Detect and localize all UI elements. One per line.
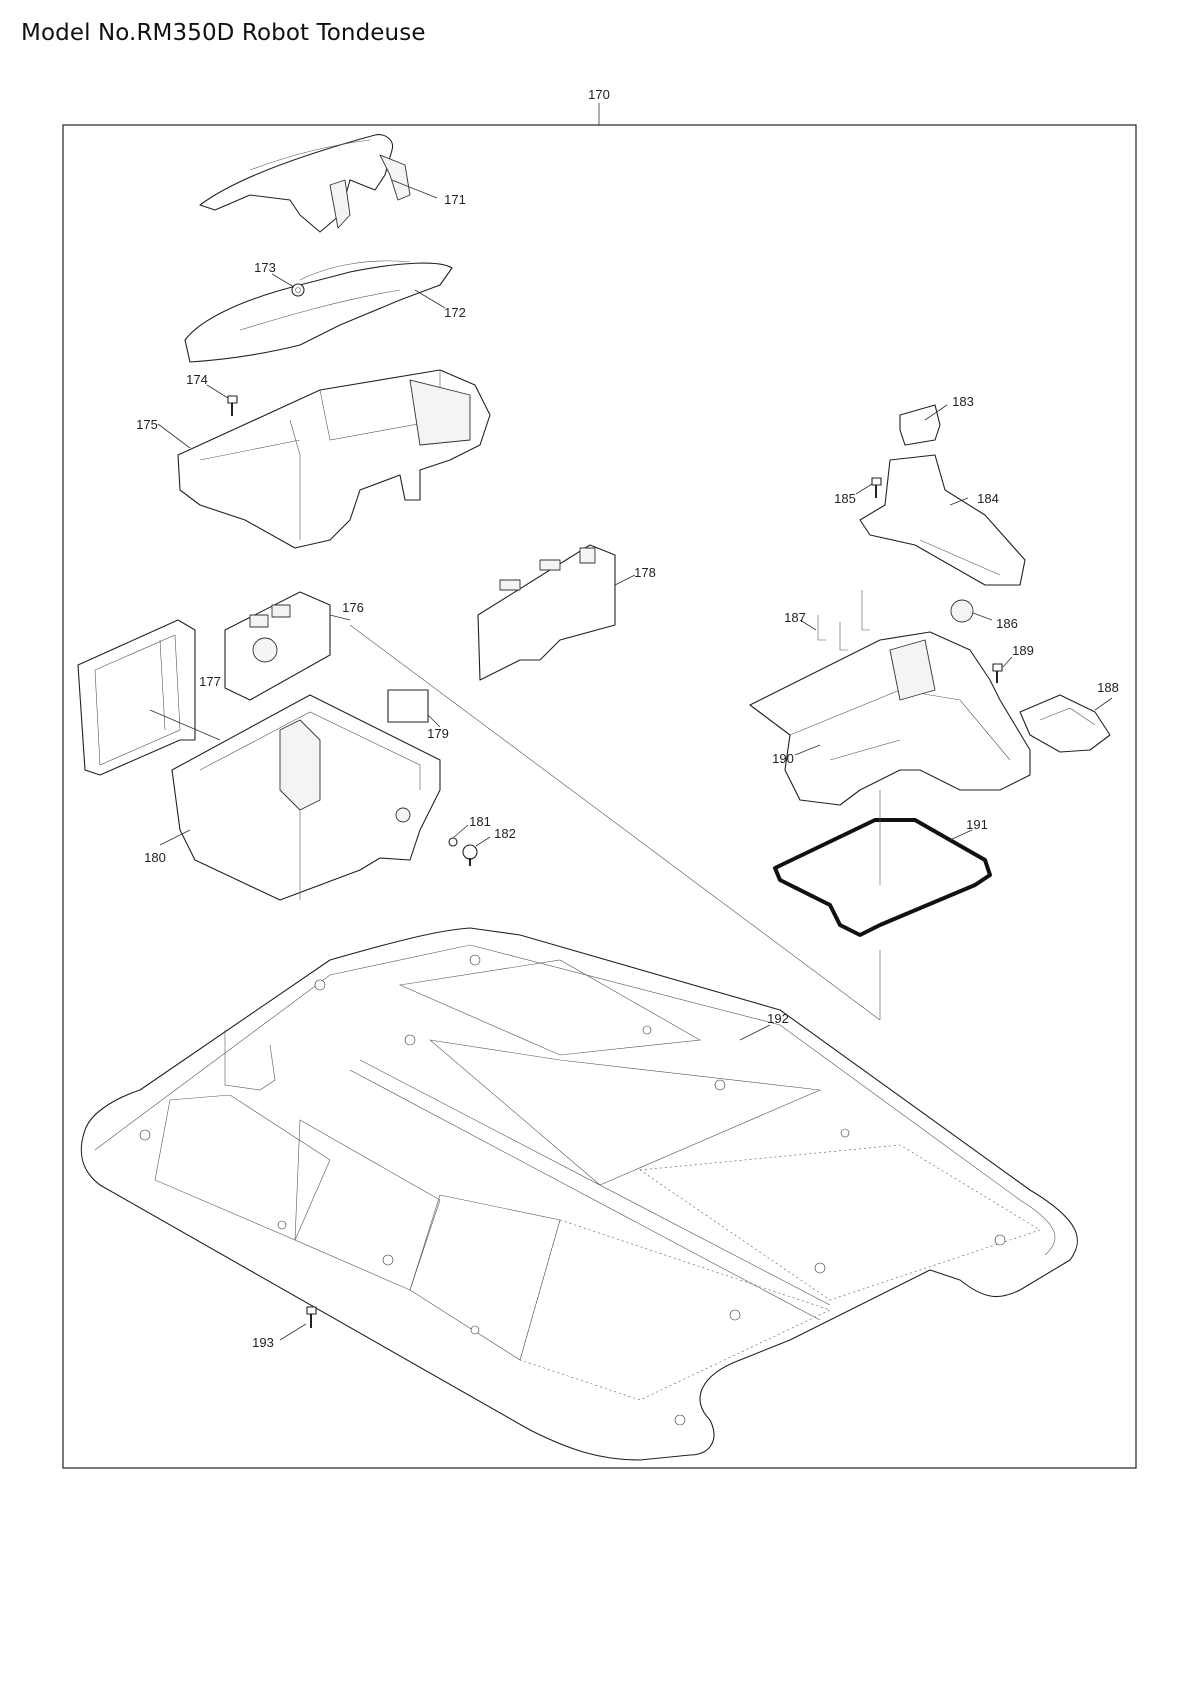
leader-192	[739, 1024, 771, 1041]
leader-188	[1094, 697, 1113, 711]
part-193-screw	[306, 1306, 317, 1328]
part-187-terminals	[817, 590, 870, 651]
leader-179	[427, 714, 441, 728]
part-174-screw	[227, 395, 238, 416]
assembly-guide-box	[349, 624, 881, 1021]
label-177: 177	[199, 674, 221, 689]
label-190: 190	[772, 751, 794, 766]
label-182: 182	[494, 826, 516, 841]
leader-180	[159, 829, 191, 846]
leader-189	[1002, 656, 1013, 668]
part-184-bracket	[859, 454, 1026, 586]
label-175: 175	[136, 417, 158, 432]
part-179-pad	[387, 689, 429, 723]
label-171: 171	[444, 192, 466, 207]
leader-174	[206, 384, 229, 399]
label-193: 193	[252, 1335, 274, 1350]
leader-190	[794, 744, 821, 756]
leader-182	[475, 836, 491, 847]
part-181-o-ring	[448, 837, 458, 847]
leader-178	[614, 574, 636, 586]
part-183-switch	[899, 404, 941, 446]
label-172: 172	[444, 305, 466, 320]
leader-181	[452, 824, 469, 839]
label-188: 188	[1097, 680, 1119, 695]
part-191-gasket	[773, 818, 992, 937]
leader-175	[157, 423, 191, 449]
label-192: 192	[767, 1011, 789, 1026]
label-191: 191	[966, 817, 988, 832]
leader-183	[924, 404, 948, 421]
frame-label: 170	[588, 87, 610, 102]
part-182-plug	[462, 844, 478, 866]
part-172-handle-grip	[184, 260, 453, 363]
leader-177	[149, 709, 221, 741]
label-176: 176	[342, 600, 364, 615]
page-title: Model No.RM350D Robot Tondeuse	[21, 20, 426, 46]
label-173: 173	[254, 260, 276, 275]
leader-176	[329, 614, 351, 621]
part-180-lower-box	[171, 694, 441, 901]
label-185: 185	[834, 491, 856, 506]
part-177-side-cover	[77, 619, 196, 776]
label-184: 184	[977, 491, 999, 506]
part-176-control-board	[224, 591, 331, 701]
leader-191	[949, 829, 973, 841]
leader-171	[391, 179, 438, 199]
label-178: 178	[634, 565, 656, 580]
diagram-frame	[62, 124, 1137, 1469]
label-181: 181	[469, 814, 491, 829]
part-189-screw	[992, 663, 1003, 683]
part-188-cover	[1019, 694, 1111, 753]
part-185-screw	[871, 477, 882, 498]
label-183: 183	[952, 394, 974, 409]
label-189: 189	[1012, 643, 1034, 658]
leader-186	[972, 612, 993, 621]
leader-187	[799, 619, 817, 631]
leader-173	[271, 273, 295, 288]
part-171-top-cover	[199, 134, 411, 233]
label-180: 180	[144, 850, 166, 865]
leader-184	[949, 497, 969, 506]
label-179: 179	[427, 726, 449, 741]
label-187: 187	[784, 610, 806, 625]
part-186-button	[950, 599, 974, 623]
part-178-main-pcb	[477, 544, 616, 681]
leader-172	[414, 289, 446, 309]
part-173-screw	[291, 283, 305, 297]
label-186: 186	[996, 616, 1018, 631]
leader-185	[855, 483, 873, 495]
leader-193	[279, 1323, 307, 1341]
part-190-chassis	[749, 631, 1031, 806]
label-174: 174	[186, 372, 208, 387]
part-175-upper-housing	[177, 369, 491, 549]
part-192-base-plate	[80, 927, 1078, 1461]
